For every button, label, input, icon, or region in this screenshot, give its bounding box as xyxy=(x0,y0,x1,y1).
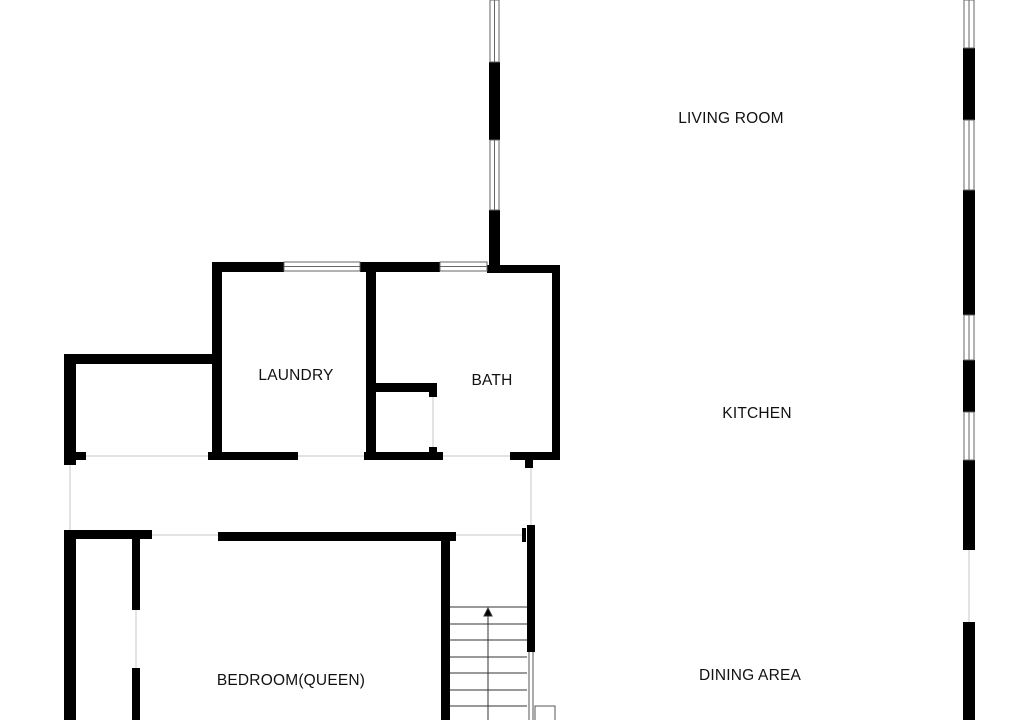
wall xyxy=(487,265,560,273)
wall xyxy=(212,262,284,272)
room-label-laundry: LAUNDRY xyxy=(258,367,334,384)
wall xyxy=(527,525,535,652)
room-label-dining-area: DINING AREA xyxy=(698,667,802,684)
openings xyxy=(69,397,970,668)
wall xyxy=(963,622,975,720)
staircase xyxy=(450,606,556,720)
wall xyxy=(429,383,437,397)
wall xyxy=(963,48,975,120)
wall xyxy=(489,210,500,270)
wall xyxy=(64,452,86,460)
wall xyxy=(366,262,376,460)
wall xyxy=(376,383,437,392)
room-label-bedroom-queen: BEDROOM(QUEEN) xyxy=(216,672,366,689)
windows xyxy=(283,0,975,461)
wall xyxy=(963,190,975,315)
room-label-living-room: LIVING ROOM xyxy=(678,110,784,127)
stair-arrow-icon xyxy=(483,606,493,617)
wall xyxy=(364,452,443,460)
room-label-bath: BATH xyxy=(471,372,513,389)
room-label-kitchen: KITCHEN xyxy=(722,405,792,422)
wall xyxy=(441,538,450,720)
wall xyxy=(963,360,975,412)
wall xyxy=(552,265,560,460)
wall xyxy=(208,452,298,460)
wall xyxy=(360,262,440,272)
wall xyxy=(64,530,76,720)
wall xyxy=(64,354,76,465)
wall xyxy=(218,532,456,541)
wall xyxy=(510,452,560,460)
wall xyxy=(522,528,526,542)
wall xyxy=(132,668,140,720)
walls xyxy=(64,48,975,720)
wall xyxy=(64,354,222,364)
wall xyxy=(963,460,975,550)
wall xyxy=(64,530,152,539)
wall xyxy=(489,62,500,140)
wall xyxy=(132,538,140,610)
wall xyxy=(525,452,533,468)
